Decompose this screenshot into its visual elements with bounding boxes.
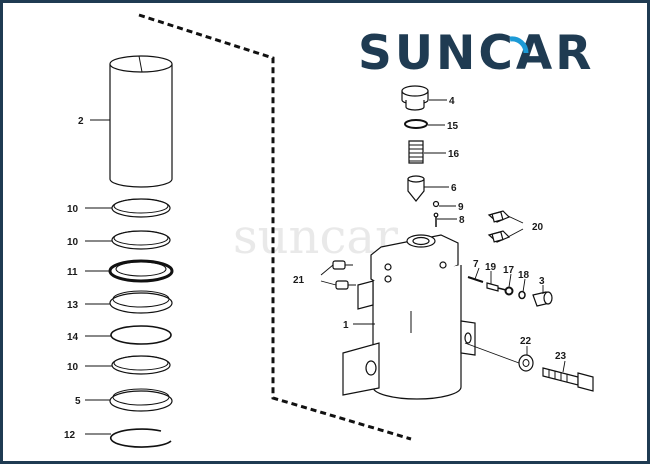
callout-20: 20 [532, 222, 544, 233]
callout-5: 5 [75, 396, 81, 407]
logo-accent-arc [509, 36, 529, 54]
part-14-ring [110, 325, 172, 345]
part-3-plug [532, 291, 553, 307]
part-1-housing [342, 234, 476, 400]
part-15-o-ring [404, 119, 428, 129]
callout-18: 18 [518, 270, 530, 281]
callout-11: 11 [67, 267, 78, 278]
callout-1: 1 [343, 320, 349, 331]
callout-10c: 10 [67, 362, 79, 373]
callout-21: 21 [293, 275, 305, 286]
part-11-ring [108, 259, 174, 283]
exploded-parts-diagram: suncar SUNCAR [64, 13, 594, 448]
part-21-screws [332, 260, 356, 290]
part-7-pin [467, 276, 484, 283]
part-10-ring-c [111, 355, 171, 375]
part-4-plug [401, 85, 429, 111]
part-20-fittings [487, 210, 511, 243]
part-9-ball [432, 200, 440, 208]
callout-6: 6 [451, 183, 457, 194]
callout-13: 13 [67, 300, 79, 311]
callout-16: 16 [448, 149, 460, 160]
logo-text: SUNCAR [358, 26, 594, 81]
part-10-ring-a [111, 198, 171, 218]
part-12-snap-ring [109, 428, 172, 448]
part-16-spring [408, 140, 424, 164]
dashed-assembly-line [138, 13, 412, 441]
part-18-washer [518, 290, 526, 300]
part-10-ring-b [111, 230, 171, 250]
callout-10a: 10 [67, 204, 79, 215]
part-2-sleeve [109, 55, 173, 188]
callout-12: 12 [64, 430, 76, 441]
part-17-ball [504, 286, 514, 296]
part-5-ring [109, 388, 173, 412]
part-23-bolt [542, 367, 594, 392]
part-22-washer [518, 354, 534, 372]
part-6-poppet [407, 175, 425, 202]
part-19-spring [486, 282, 507, 292]
callout-9: 9 [458, 202, 464, 213]
callout-19: 19 [485, 262, 497, 273]
part-13-ring [109, 290, 173, 314]
callout-17: 17 [503, 265, 515, 276]
part-8-pin [433, 212, 439, 227]
callout-8: 8 [459, 215, 465, 226]
callout-4: 4 [449, 96, 455, 107]
callout-23: 23 [555, 351, 567, 362]
callout-22: 22 [520, 336, 532, 347]
callout-14: 14 [67, 332, 79, 343]
callout-3: 3 [539, 276, 545, 287]
suncar-logo: SUNCAR [358, 26, 594, 81]
callout-10b: 10 [67, 237, 79, 248]
callout-15: 15 [447, 121, 459, 132]
callout-7: 7 [473, 259, 479, 270]
callout-2: 2 [78, 116, 84, 127]
